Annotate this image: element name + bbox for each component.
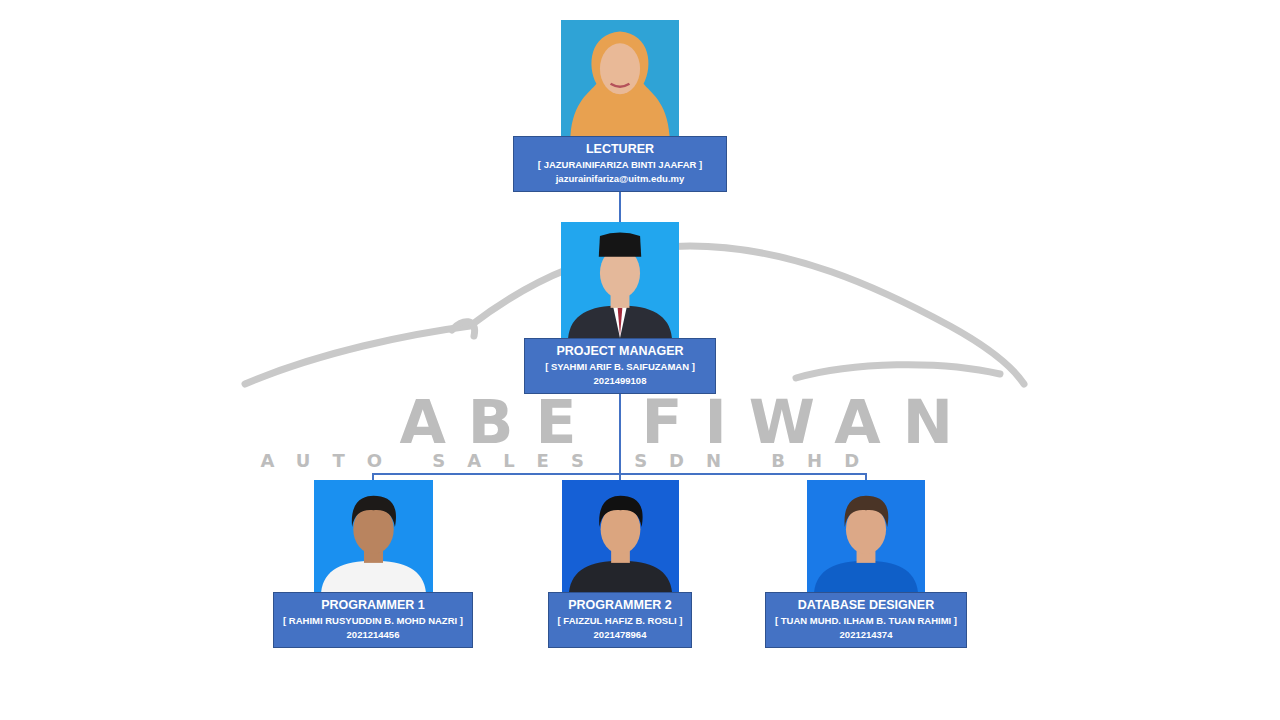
role-label-box: LECTURER[ JAZURAINIFARIZA BINTI JAAFAR ]… (513, 136, 727, 192)
role-title: PROJECT MANAGER (534, 343, 706, 360)
member-detail: 2021478964 (558, 628, 683, 642)
member-detail: 2021214456 (283, 628, 463, 642)
role-title: PROGRAMMER 2 (558, 597, 683, 614)
role-label-box: DATABASE DESIGNER[ TUAN MUHD. ILHAM B. T… (765, 592, 967, 648)
car-hood-line (796, 365, 1000, 378)
role-label-box: PROJECT MANAGER[ SYAHMI ARIF B. SAIFUZAM… (524, 338, 716, 394)
member-name: [ FAIZZUL HAFIZ B. ROSLI ] (558, 614, 683, 628)
company-watermark: ABE FIWAN (399, 396, 975, 448)
role-title: DATABASE DESIGNER (775, 597, 957, 614)
member-name: [ SYAHMI ARIF B. SAIFUZAMAN ] (534, 360, 706, 374)
car-outline (245, 246, 1024, 384)
member-name: [ TUAN MUHD. ILHAM B. TUAN RAHIMI ] (775, 614, 957, 628)
member-card: PROJECT MANAGER[ SYAHMI ARIF B. SAIFUZAM… (524, 222, 716, 394)
role-title: LECTURER (523, 141, 717, 158)
car-body-line (245, 246, 1024, 384)
car-mirror-line (452, 322, 475, 336)
company-subtitle-watermark: AUTO SALES SDN BHD (260, 452, 881, 470)
member-name: [ RAHIMI RUSYUDDIN B. MOHD NAZRI ] (283, 614, 463, 628)
member-photo (807, 480, 925, 592)
member-photo (562, 480, 679, 592)
member-detail: 2021214374 (775, 628, 957, 642)
role-label-box: PROGRAMMER 2[ FAIZZUL HAFIZ B. ROSLI ]20… (548, 592, 693, 648)
role-label-box: PROGRAMMER 1[ RAHIMI RUSYUDDIN B. MOHD N… (273, 592, 473, 648)
member-photo (561, 222, 679, 338)
role-title: PROGRAMMER 1 (283, 597, 463, 614)
member-photo (314, 480, 433, 592)
member-name: [ JAZURAINIFARIZA BINTI JAAFAR ] (523, 158, 717, 172)
member-card: DATABASE DESIGNER[ TUAN MUHD. ILHAM B. T… (765, 480, 967, 648)
reporting-line (619, 192, 621, 222)
member-card: LECTURER[ JAZURAINIFARIZA BINTI JAAFAR ]… (513, 20, 727, 192)
member-detail: jazurainifariza@uitm.edu.my (523, 172, 717, 186)
member-detail: 2021499108 (534, 374, 706, 388)
member-card: PROGRAMMER 2[ FAIZZUL HAFIZ B. ROSLI ]20… (548, 480, 693, 648)
member-card: PROGRAMMER 1[ RAHIMI RUSYUDDIN B. MOHD N… (273, 480, 473, 648)
member-photo (561, 20, 679, 136)
